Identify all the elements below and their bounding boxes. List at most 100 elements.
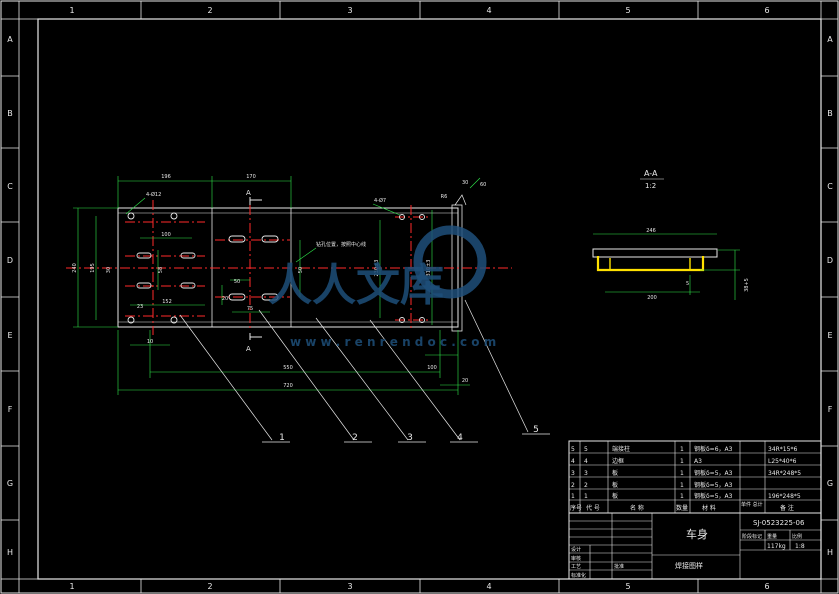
col-label: 6: [764, 582, 769, 591]
svg-text:板: 板: [612, 469, 618, 477]
svg-text:196*248*5: 196*248*5: [768, 493, 801, 500]
svg-text:4: 4: [571, 458, 575, 465]
mounting-holes: [127, 212, 425, 324]
col-label: 4: [486, 582, 491, 591]
svg-text:3: 3: [584, 470, 588, 477]
svg-text:60: 60: [480, 182, 486, 188]
svg-text:B: B: [7, 109, 13, 118]
svg-text:1: 1: [571, 493, 575, 500]
svg-text:F: F: [828, 405, 833, 414]
svg-text:1: 1: [279, 433, 285, 443]
column-labels: 1 2 3 4 5 6 1 2 3 4 5 6: [69, 6, 769, 591]
svg-text:E: E: [7, 331, 12, 340]
section-mark-top: A: [246, 189, 251, 197]
section-arrows: [249, 197, 262, 340]
col-label: 5: [625, 582, 630, 591]
svg-text:1: 1: [584, 493, 588, 500]
title-block: [568, 512, 822, 580]
svg-text:A: A: [7, 35, 13, 44]
callout-numbers: 1 2 3 4 5: [279, 425, 539, 443]
svg-text:L25*40*6: L25*40*6: [768, 458, 797, 465]
part-name: 车身: [686, 527, 708, 541]
svg-text:钢板δ=5，A3: 钢板δ=5，A3: [694, 481, 733, 489]
bom-rows: 5 5 端接柱 1 钢板δ=6，A3 34R*15*6 4 4 边框 1 A3 …: [570, 445, 801, 512]
col-label: 2: [207, 582, 212, 591]
svg-text:30: 30: [106, 267, 112, 273]
svg-text:2: 2: [571, 482, 575, 489]
svg-text:23: 23: [137, 304, 143, 310]
col-label: 4: [486, 6, 491, 15]
section-mark-bottom: A: [246, 345, 251, 353]
svg-text:100: 100: [427, 365, 437, 371]
section-dim-top: 246: [646, 228, 656, 234]
section-plate: [592, 248, 718, 258]
scale-label: 比例: [792, 533, 802, 540]
svg-text:边框: 边框: [612, 457, 624, 465]
svg-text:720: 720: [283, 383, 293, 389]
svg-text:20: 20: [462, 378, 468, 384]
svg-text:1: 1: [680, 470, 684, 477]
column-ticks: [140, 1, 699, 593]
svg-text:钢板δ=5，A3: 钢板δ=5，A3: [694, 469, 733, 477]
svg-text:34R*15*6: 34R*15*6: [768, 446, 797, 453]
svg-text:4-Ø7: 4-Ø7: [374, 197, 386, 204]
svg-text:230±3: 230±3: [374, 260, 380, 277]
dimension-text: 196 170 550 720 20 100 100 152 10 75 50 …: [72, 174, 468, 389]
svg-text:2: 2: [584, 482, 588, 489]
dimension-lines: [73, 176, 470, 395]
scale-value: 1:8: [795, 543, 805, 550]
section-dims: [593, 233, 740, 300]
stage-label: 阶段标记: [742, 533, 762, 540]
svg-text:A3: A3: [694, 458, 702, 465]
section-scale: 1:2: [645, 182, 656, 190]
watermark-brand: 人人文库: [268, 260, 444, 311]
title-block-text: SJ-0523225-06 车身 焊接图样 117kg 1:8 阶段标记 重量 …: [571, 519, 805, 579]
note-leaders: [125, 177, 481, 263]
weight-value: 117kg: [767, 543, 786, 550]
notes: 4-Ø12 4-Ø7 钻孔位置，按照中心线 30 60: [146, 180, 486, 248]
svg-text:5: 5: [571, 446, 575, 453]
svg-text:审核: 审核: [571, 555, 581, 562]
col-label: 5: [625, 6, 630, 15]
col-label: 2: [207, 6, 212, 15]
svg-text:5: 5: [584, 446, 588, 453]
svg-text:75: 75: [247, 306, 253, 312]
drawing-number: SJ-0523225-06: [753, 519, 805, 527]
svg-text:钢板δ=6，A3: 钢板δ=6，A3: [694, 445, 733, 453]
svg-text:100: 100: [161, 232, 171, 238]
svg-text:代 号: 代 号: [586, 504, 600, 512]
svg-text:1: 1: [680, 493, 684, 500]
svg-text:50: 50: [298, 267, 304, 273]
svg-text:钢板δ=5，A3: 钢板δ=5，A3: [694, 492, 733, 500]
svg-text:H: H: [827, 548, 833, 557]
svg-text:34R*248*5: 34R*248*5: [768, 470, 801, 477]
main-view: A A 196 170 550 720 20 100 100 152 10 75…: [66, 174, 550, 443]
svg-text:4-Ø12: 4-Ø12: [146, 191, 161, 198]
col-label: 6: [764, 6, 769, 15]
svg-text:序号: 序号: [570, 504, 582, 512]
section-dim-small: 5: [686, 281, 689, 287]
svg-text:3: 3: [407, 433, 413, 443]
weight-label: 重量: [767, 533, 777, 540]
svg-text:G: G: [827, 479, 833, 488]
svg-text:1: 1: [680, 446, 684, 453]
callout-leaders: [179, 299, 550, 443]
svg-text:D: D: [827, 256, 833, 265]
svg-text:3: 3: [571, 470, 575, 477]
svg-text:工艺: 工艺: [571, 564, 581, 570]
section-view: A-A 1:2 246 200 38+5 5: [592, 169, 750, 301]
svg-text:名 称: 名 称: [630, 504, 644, 512]
svg-text:板: 板: [612, 492, 618, 500]
svg-text:2: 2: [352, 433, 358, 443]
col-label: 1: [69, 582, 74, 591]
section-profile: [596, 256, 705, 272]
svg-text:E: E: [827, 331, 832, 340]
col-label: 3: [347, 582, 352, 591]
slots: [136, 235, 279, 301]
svg-text:C: C: [7, 182, 13, 191]
svg-text:10: 10: [147, 339, 153, 345]
svg-text:R6: R6: [441, 194, 448, 200]
svg-text:30: 30: [462, 180, 468, 186]
subtitle: 焊接图样: [675, 561, 703, 570]
